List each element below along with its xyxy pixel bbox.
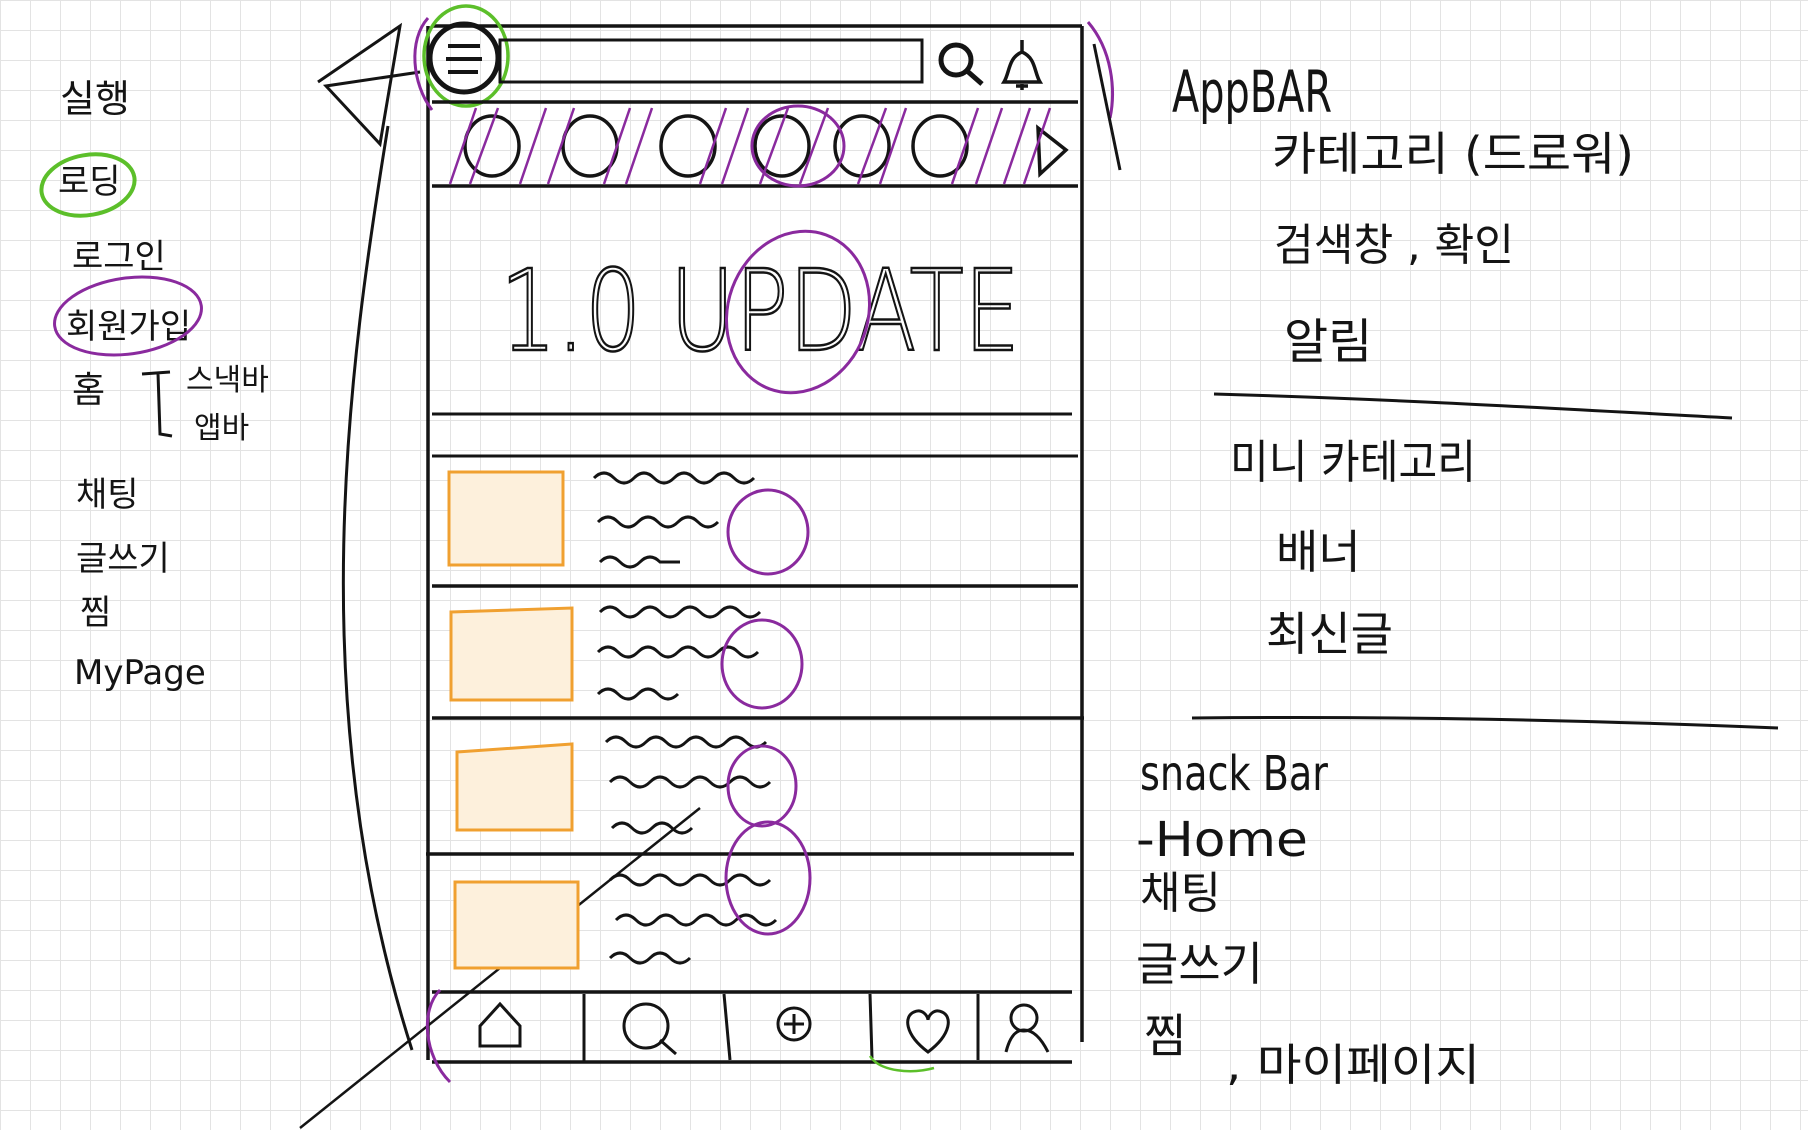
search-icon[interactable] (622, 1002, 677, 1056)
menu-icon-lines (446, 44, 482, 74)
snackbar-note-mypage: , 마이페이지 (1226, 1040, 1480, 1091)
divider-line (1191, 715, 1779, 730)
appbar-title: AppBAR (1172, 58, 1332, 126)
notes-appbar: AppBAR 카테고리 (드로워) 검색창 , 확인 알림 (1172, 58, 1733, 420)
post-purple-circle (720, 618, 804, 710)
post-purple-circle (724, 820, 812, 936)
appbar-note-search: 검색창 , 확인 (1274, 220, 1514, 271)
list-item[interactable] (453, 820, 812, 970)
snackbar-note-home: -Home (1136, 812, 1308, 868)
banner: 1.0 UPDATE (432, 229, 1078, 458)
mini-category-row (432, 100, 1078, 188)
list-item[interactable] (447, 470, 810, 576)
signup-highlight (53, 275, 203, 357)
main-note-recent: 최신글 (1266, 607, 1393, 661)
home-bracket (141, 370, 173, 438)
snackbar-note-write: 글쓰기 (1136, 937, 1263, 991)
post-text-lines (608, 873, 778, 965)
appbar-note-category: 카테고리 (드로워) (1272, 127, 1634, 181)
notes-snackbar: snack Bar -Home 채팅 글쓰기 찜 , 마이페이지 (1136, 746, 1480, 1091)
list-item[interactable] (449, 605, 804, 710)
main-note-banner: 배너 (1276, 525, 1361, 579)
flow-item-wish: 찜 (80, 593, 111, 633)
app-bar (413, 4, 1122, 171)
appbar-purple-bracket (1086, 21, 1114, 119)
post-purple-circle (726, 488, 810, 576)
snackbar-title: snack Bar (1140, 746, 1328, 802)
home-icon[interactable] (478, 1001, 522, 1048)
snackbar-note-wish: 찜 (1144, 1009, 1186, 1063)
post-thumbnail (455, 742, 574, 832)
banner-purple-circle (724, 229, 872, 395)
post-thumbnail (453, 880, 580, 970)
appbar-note-alarm: 알림 (1284, 314, 1372, 370)
search-icon[interactable] (938, 42, 984, 86)
main-note-mini-category: 미니 카테고리 (1230, 435, 1476, 489)
phone-frame (426, 24, 1084, 1064)
wish-green-underline (868, 1055, 935, 1073)
flow-item-home: 홈 (72, 370, 105, 411)
chips-purple-circle (750, 104, 846, 188)
flow-item-mypage: MyPage (74, 653, 206, 693)
post-text-lines (596, 605, 762, 701)
heart-icon[interactable] (906, 1009, 950, 1054)
flow-item-write: 글쓰기 (76, 539, 170, 579)
divider-line (1213, 392, 1733, 420)
post-purple-circle (726, 744, 798, 828)
home-part-snackbar: 스낵바 (186, 363, 269, 398)
list-item[interactable] (455, 735, 798, 835)
category-chip[interactable] (911, 114, 969, 178)
menu-icon[interactable] (427, 21, 501, 95)
snackbar-note-chat: 채팅 (1140, 868, 1221, 919)
chips-next-arrow-icon[interactable] (1036, 124, 1069, 178)
bell-icon[interactable] (1000, 40, 1044, 90)
user-icon[interactable] (1004, 1003, 1050, 1053)
menu-purple-bracket (413, 16, 434, 111)
notes-main: 미니 카테고리 배너 최신글 (1191, 435, 1779, 730)
post-text-lines (604, 735, 772, 835)
bottom-nav (425, 988, 1072, 1084)
post-thumbnail (449, 606, 574, 702)
post-thumbnail (447, 470, 565, 567)
nav-purple-bracket (425, 988, 452, 1084)
menu-green-highlight (422, 4, 510, 108)
left-flow-list: 실행 로딩 로그인 회원가입 홈 스낵바 앱바 채팅 글쓰기 찜 MyPage (39, 77, 269, 693)
flow-item-chat: 채팅 (76, 475, 139, 515)
category-chip[interactable] (753, 114, 811, 178)
category-chip[interactable] (659, 114, 717, 178)
flow-item-run: 실행 (60, 77, 130, 121)
loading-highlight (39, 152, 137, 218)
post-text-lines (592, 471, 756, 569)
flow-item-login: 로그인 (72, 237, 166, 277)
search-input[interactable] (498, 38, 924, 84)
chip-hatching (448, 107, 1052, 185)
category-chip[interactable] (463, 114, 521, 178)
plus-icon[interactable] (776, 1006, 812, 1042)
home-part-appbar: 앱바 (194, 411, 249, 446)
flow-item-loading: 로딩 (58, 162, 121, 202)
flow-item-signup: 회원가입 (66, 307, 191, 347)
appbar-arrow-line (1092, 43, 1122, 171)
post-list (426, 470, 1084, 970)
banner-text: 1.0 UPDATE (500, 247, 1020, 377)
